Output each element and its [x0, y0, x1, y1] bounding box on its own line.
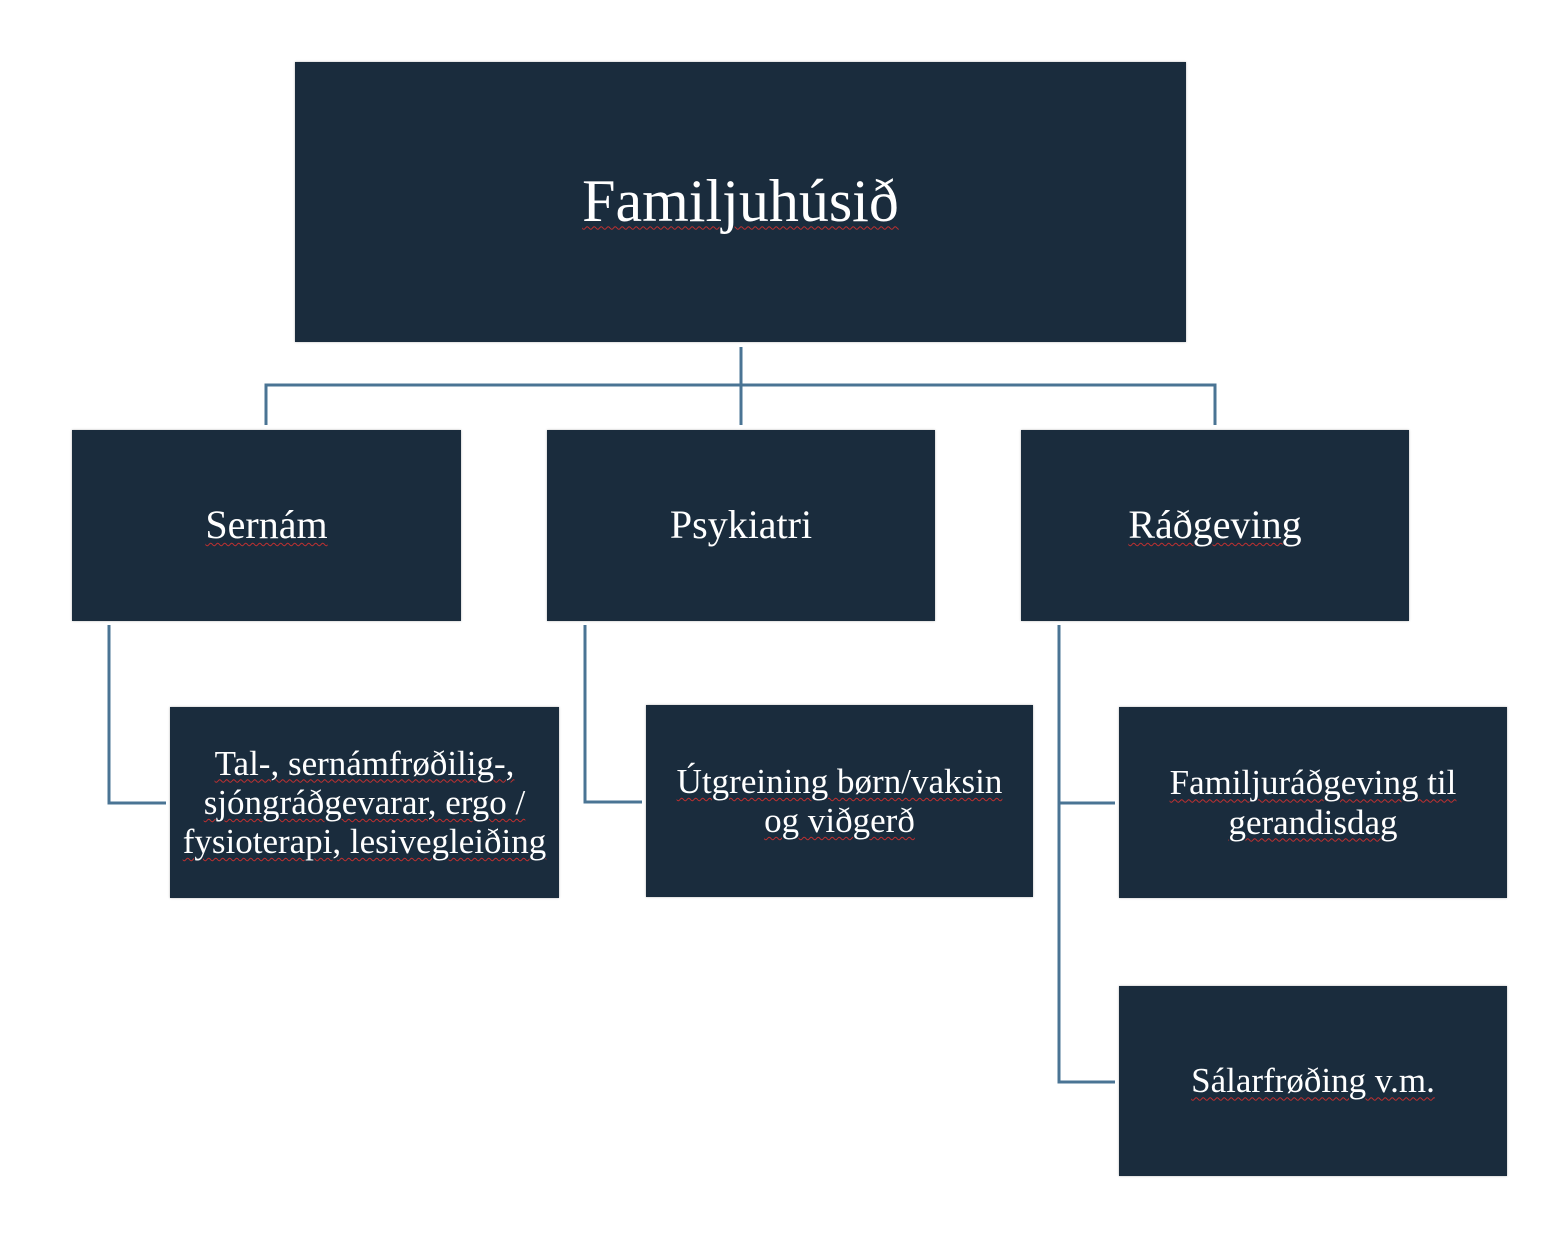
connector-psykiatri-child: [583, 625, 642, 804]
connector-sernam-child: [107, 625, 166, 805]
root-node: Familjuhúsið: [295, 62, 1186, 342]
connector-radgeving-children: [1057, 625, 1115, 1084]
node-label: Útgreining børn/vaksin og viðgerð: [676, 761, 1003, 840]
node-label: Sálarfrøðing v.m.: [1191, 1061, 1435, 1101]
node-sernam: Sernám: [72, 430, 461, 621]
node-label: Tal-, sernámfrøðilig-, sjóngráðgevarar, …: [182, 743, 547, 862]
root-label: Familjuhúsið: [582, 168, 899, 235]
node-utgreining: Útgreining børn/vaksin og viðgerð: [646, 705, 1033, 897]
node-radgeving: Ráðgeving: [1021, 430, 1409, 621]
node-sernam-services: Tal-, sernámfrøðilig-, sjóngráðgevarar, …: [170, 707, 559, 898]
node-label: Ráðgeving: [1128, 502, 1302, 548]
node-familjuradgeving: Familjuráðgeving til gerandisdag: [1119, 707, 1507, 898]
node-label: Psykiatri: [669, 502, 813, 548]
node-label: Familjuráðgeving til gerandisdag: [1169, 763, 1457, 842]
node-label: Sernám: [205, 502, 328, 548]
node-salarfroding: Sálarfrøðing v.m.: [1119, 986, 1507, 1176]
node-psykiatri: Psykiatri: [547, 430, 935, 621]
